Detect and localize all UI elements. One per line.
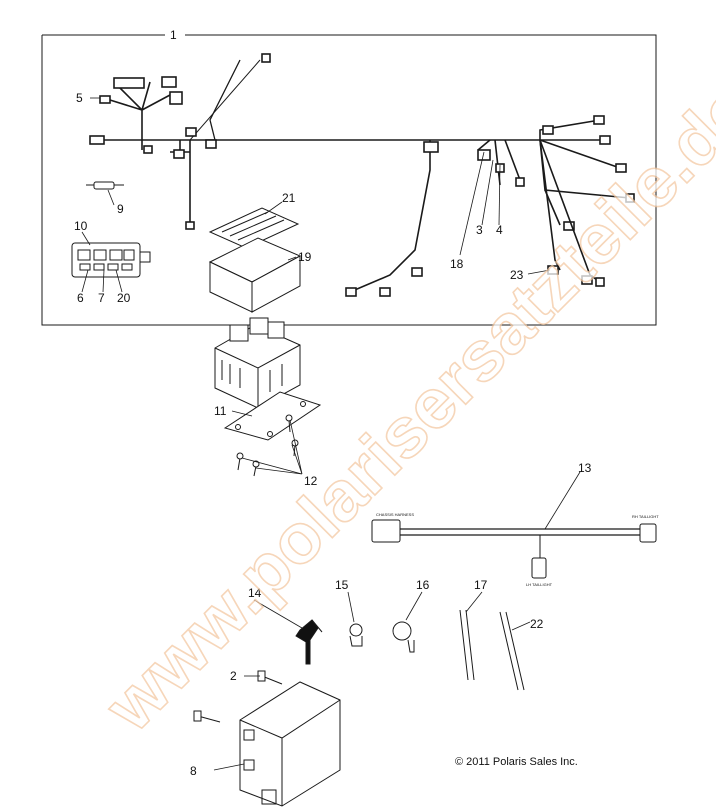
callout-7: 7 bbox=[98, 291, 105, 305]
retainer-clip bbox=[295, 619, 323, 665]
callout-15: 15 bbox=[335, 578, 349, 592]
taillight-harness bbox=[371, 519, 657, 579]
callout-14: 14 bbox=[248, 586, 262, 600]
copyright-notice: © 2011 Polaris Sales Inc. bbox=[455, 756, 578, 768]
tag-lh-taillight: LH TAILLIGHT bbox=[526, 582, 553, 587]
callout-labels: 1 5 9 10 6 7 20 21 19 18 3 4 23 11 12 13… bbox=[74, 28, 592, 778]
callout-20: 20 bbox=[117, 291, 131, 305]
main-wire-harness bbox=[89, 53, 635, 297]
callout-11: 11 bbox=[214, 404, 227, 418]
callout-2: 2 bbox=[230, 669, 237, 683]
callout-10: 10 bbox=[74, 219, 88, 233]
fuse-box-cover bbox=[208, 237, 302, 313]
cable-clamp bbox=[349, 623, 363, 647]
callout-1: 1 bbox=[170, 28, 177, 42]
callout-leaders bbox=[81, 97, 581, 771]
callout-18: 18 bbox=[450, 257, 464, 271]
p-clamp bbox=[392, 621, 415, 653]
callout-21: 21 bbox=[282, 191, 296, 205]
screw-fasteners bbox=[236, 414, 299, 477]
fuse-item bbox=[86, 181, 124, 190]
callout-12: 12 bbox=[304, 474, 318, 488]
watermark-text: www.polarisersatzteile.de bbox=[90, 68, 716, 746]
callout-17: 17 bbox=[474, 578, 488, 592]
harness-tags: CHASSIS HARNESS RH TAILLIGHT LH TAILLIGH… bbox=[376, 512, 659, 587]
callout-13: 13 bbox=[578, 461, 592, 475]
callout-6: 6 bbox=[77, 291, 84, 305]
cable-ties bbox=[459, 609, 525, 691]
fuse-label-decal bbox=[208, 207, 300, 249]
callout-16: 16 bbox=[416, 578, 430, 592]
harness-assembly-box bbox=[41, 34, 657, 326]
callout-22: 22 bbox=[530, 617, 544, 631]
electronic-control-module bbox=[239, 681, 341, 807]
callout-23: 23 bbox=[510, 268, 524, 282]
callout-19: 19 bbox=[298, 250, 312, 264]
fuse-relay-block bbox=[71, 242, 151, 278]
callout-5: 5 bbox=[76, 91, 83, 105]
fuse-relay-center bbox=[214, 317, 301, 409]
mounting-bracket bbox=[223, 391, 322, 441]
tag-rh-taillight: RH TAILLIGHT bbox=[632, 514, 659, 519]
callout-9: 9 bbox=[117, 202, 124, 216]
tag-chassis-harness: CHASSIS HARNESS bbox=[376, 512, 414, 517]
callout-3: 3 bbox=[476, 223, 483, 237]
callout-8: 8 bbox=[190, 764, 197, 778]
callout-4: 4 bbox=[496, 223, 503, 237]
